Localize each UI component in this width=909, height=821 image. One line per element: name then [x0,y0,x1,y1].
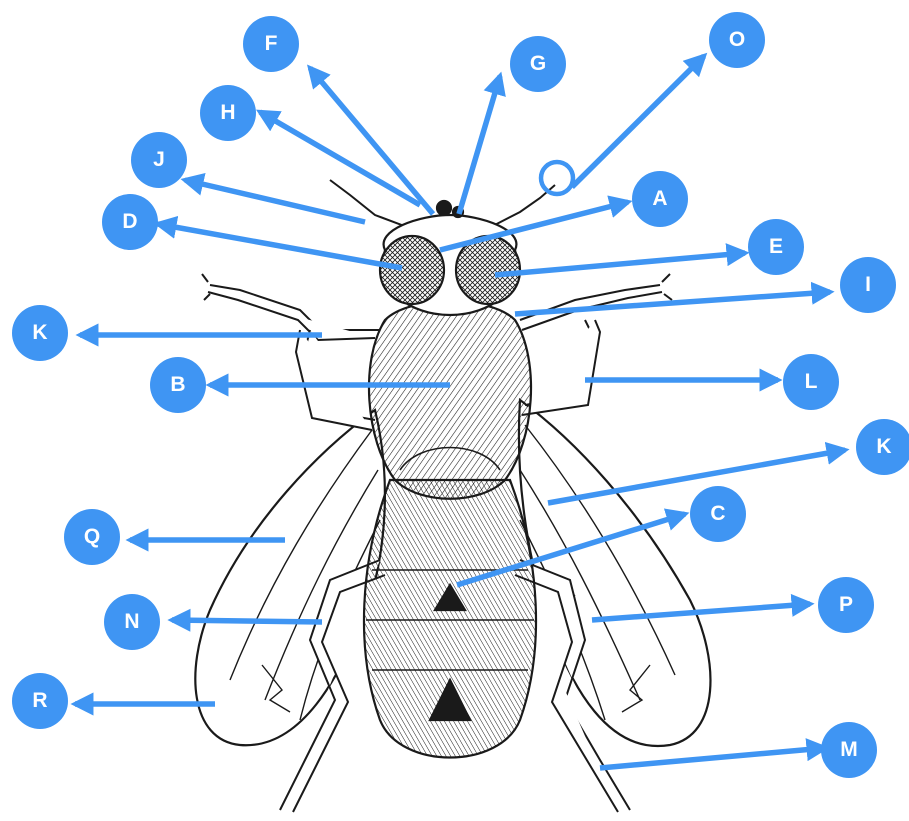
fly-body [364,201,536,758]
callout-ring [541,162,573,194]
label-d: D [102,194,158,250]
label-k-left: K [12,305,68,361]
label-n: N [104,594,160,650]
label-h: H [200,85,256,141]
label-a: A [632,171,688,227]
label-i: I [840,257,896,313]
label-b: B [150,357,206,413]
label-r: R [12,673,68,729]
label-q: Q [64,509,120,565]
label-c: C [690,486,746,542]
label-j: J [131,132,187,188]
label-p: P [818,577,874,633]
label-e: E [748,219,804,275]
label-l: L [783,354,839,410]
label-g: G [510,36,566,92]
label-f: F [243,16,299,72]
label-o: O [709,12,765,68]
label-k-right: K [856,419,909,475]
label-m: M [821,722,877,778]
